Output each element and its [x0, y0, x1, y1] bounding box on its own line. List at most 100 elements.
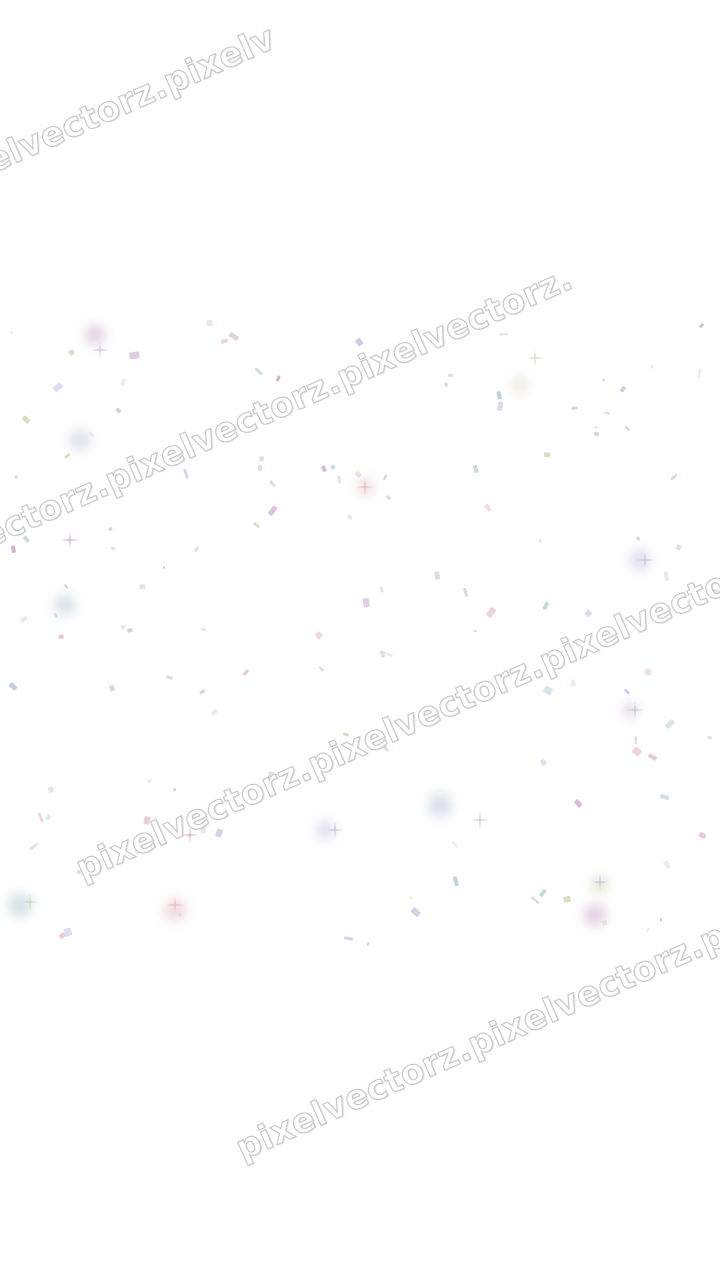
- confetti-piece: [253, 522, 261, 529]
- sparkle-icon: [471, 811, 489, 829]
- sparkle-icon: [21, 893, 39, 911]
- sparkle-icon: [181, 826, 199, 844]
- confetti-piece: [120, 377, 126, 386]
- confetti-piece: [433, 571, 441, 581]
- confetti-piece: [472, 464, 479, 473]
- confetti-piece: [594, 431, 600, 437]
- confetti-piece: [51, 382, 64, 394]
- confetti-piece: [63, 926, 74, 937]
- confetti-piece: [382, 474, 388, 481]
- confetti-piece: [110, 546, 116, 551]
- confetti-piece: [698, 323, 705, 329]
- confetti-piece: [206, 319, 213, 326]
- confetti-piece: [497, 401, 504, 412]
- confetti-piece: [228, 331, 239, 341]
- confetti-piece: [697, 368, 702, 378]
- confetti-glow: [69, 429, 91, 451]
- confetti-piece: [7, 681, 18, 692]
- confetti-piece: [624, 688, 631, 695]
- confetti-piece: [355, 337, 364, 346]
- confetti-piece: [314, 631, 324, 640]
- confetti-piece: [330, 464, 336, 470]
- sparkle-icon: [166, 896, 184, 914]
- confetti-piece: [200, 627, 206, 631]
- confetti-glow: [511, 376, 529, 394]
- confetti-piece: [583, 608, 593, 618]
- confetti-piece: [64, 452, 71, 459]
- confetti-piece: [379, 585, 384, 593]
- confetti-piece: [321, 464, 328, 473]
- confetti-piece: [47, 786, 54, 793]
- confetti-piece: [139, 583, 146, 590]
- confetti-piece: [243, 668, 250, 676]
- confetti-piece: [631, 746, 642, 757]
- confetti-piece: [542, 601, 550, 611]
- confetti-piece: [347, 514, 353, 520]
- confetti-piece: [258, 455, 265, 462]
- sparkle-icon: [61, 531, 79, 549]
- confetti-piece: [199, 688, 206, 695]
- confetti-piece: [269, 479, 276, 487]
- confetti-piece: [52, 612, 58, 619]
- confetti-piece: [67, 349, 76, 357]
- confetti-piece: [448, 374, 454, 377]
- confetti-piece: [571, 405, 578, 410]
- confetti-piece: [146, 778, 152, 783]
- sparkle-icon: [626, 701, 644, 719]
- confetti-piece: [275, 375, 281, 383]
- confetti-piece: [385, 494, 392, 501]
- confetti-piece: [129, 350, 141, 360]
- confetti-piece: [37, 812, 44, 823]
- confetti-piece: [193, 546, 200, 554]
- confetti-piece: [220, 337, 229, 344]
- confetti-piece: [408, 895, 413, 900]
- confetti-piece: [496, 391, 503, 400]
- sparkle-icon: [636, 551, 654, 569]
- confetti-piece: [257, 465, 262, 472]
- confetti-piece: [603, 411, 610, 415]
- confetti-piece: [126, 627, 133, 633]
- confetti-piece: [114, 407, 122, 415]
- confetti-piece: [268, 505, 278, 517]
- confetti-piece: [163, 565, 166, 569]
- confetti-piece: [538, 538, 542, 543]
- confetti-piece: [165, 675, 174, 680]
- confetti-piece: [649, 363, 654, 369]
- confetti-piece: [410, 907, 421, 918]
- confetti-piece: [362, 597, 370, 608]
- confetti-piece: [659, 793, 670, 801]
- confetti-piece: [601, 378, 606, 383]
- confetti-piece: [538, 888, 547, 898]
- confetti-piece: [707, 735, 713, 740]
- confetti-piece: [698, 831, 707, 840]
- confetti-piece: [670, 473, 678, 481]
- confetti-piece: [444, 382, 448, 387]
- confetti-piece: [451, 841, 458, 848]
- confetti-piece: [483, 503, 492, 513]
- confetti-piece: [646, 928, 651, 933]
- confetti-piece: [10, 331, 15, 336]
- confetti-piece: [58, 634, 65, 639]
- confetti-glow: [54, 594, 76, 616]
- confetti-piece: [108, 684, 116, 693]
- confetti-piece: [29, 842, 39, 851]
- sparkle-icon: [526, 349, 544, 367]
- confetti-piece: [530, 896, 540, 905]
- confetti-piece: [635, 536, 641, 542]
- confetti-piece: [544, 451, 551, 458]
- confetti-piece: [21, 415, 31, 425]
- confetti-piece: [499, 333, 509, 337]
- sparkle-icon: [591, 873, 609, 891]
- confetti-piece: [663, 571, 669, 581]
- confetti-piece: [108, 526, 114, 532]
- sparkle-icon: [356, 478, 374, 496]
- confetti-piece: [44, 814, 52, 822]
- confetti-piece: [573, 798, 584, 809]
- confetti-piece: [172, 787, 177, 792]
- confetti-piece: [623, 425, 630, 432]
- confetti-piece: [462, 587, 468, 597]
- sparkle-icon: [91, 341, 109, 359]
- sparkle-icon: [326, 821, 344, 839]
